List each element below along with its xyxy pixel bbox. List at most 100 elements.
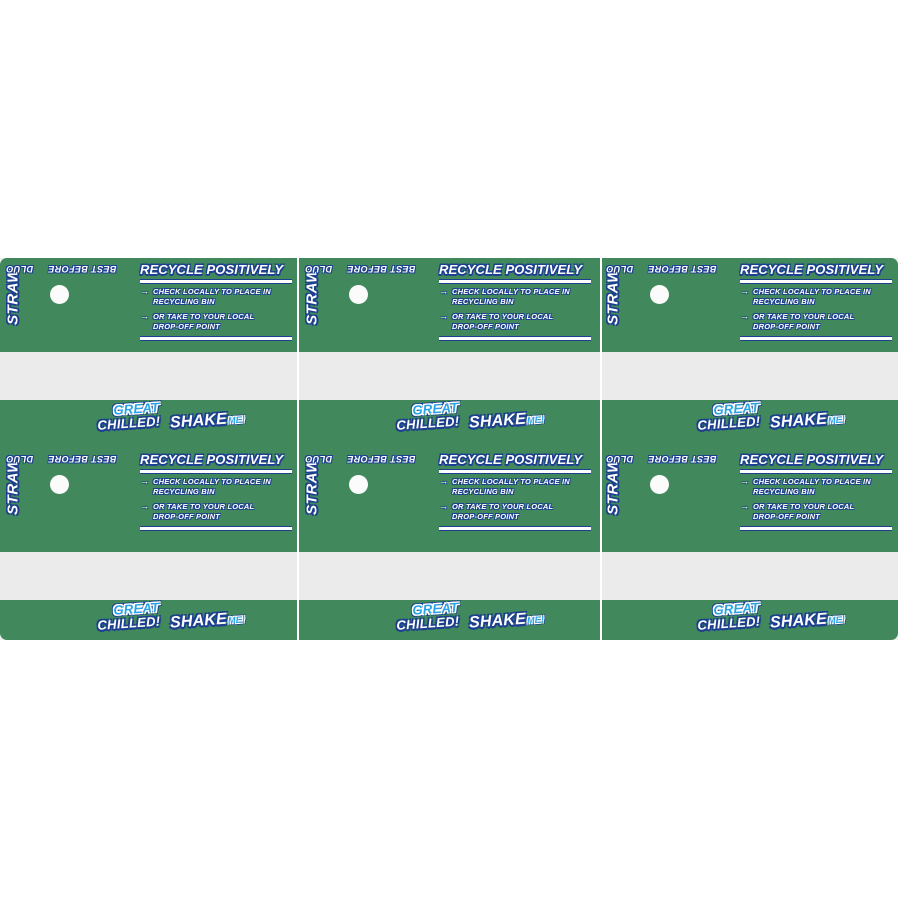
arrow-right-icon: →: [140, 476, 150, 486]
arrow-right-icon: →: [439, 501, 449, 511]
bullet-line-1: OR TAKE TO YOUR LOCAL: [452, 312, 554, 321]
shake-text: SHAKE: [468, 410, 527, 432]
recycling-face: STRAW DLUO BEST BEFORE RECYCLE POSITIVEL…: [600, 258, 899, 352]
shake-me-lockup: SHAKEME!: [769, 609, 845, 632]
dluo-label: DLUO: [6, 264, 34, 274]
bullet-line-2: DROP-OFF POINT: [452, 511, 519, 521]
recycling-face: STRAW DLUO BEST BEFORE RECYCLE POSITIVEL…: [0, 258, 299, 352]
dluo-label: DLUO: [606, 264, 634, 274]
bullet-line-1: CHECK LOCALLY TO PLACE IN: [753, 477, 871, 486]
date-code-dot: [349, 285, 368, 304]
bullet-line-2: DROP-OFF POINT: [153, 511, 220, 521]
divider-rule-bottom: [439, 336, 591, 341]
straw-label: STRAW: [303, 458, 321, 515]
best-before-label: BEST BEFORE: [48, 264, 117, 274]
shake-face: GREAT CHILLED! SHAKEME!: [299, 400, 598, 442]
shake-text: SHAKE: [769, 610, 828, 632]
bullet-line-1: CHECK LOCALLY TO PLACE IN: [153, 477, 271, 486]
recycle-bullet: → OR TAKE TO YOUR LOCAL DROP-OFF POINT: [140, 311, 292, 331]
recycle-title: RECYCLE POSITIVELY: [439, 262, 583, 277]
shake-text: SHAKE: [169, 410, 228, 432]
divider-rule-top: [140, 469, 292, 474]
recycle-title: RECYCLE POSITIVELY: [140, 452, 284, 467]
arrow-right-icon: →: [740, 501, 750, 511]
me-text: ME!: [526, 614, 545, 626]
recycle-title: RECYCLE POSITIVELY: [439, 452, 583, 467]
recycle-bullet: → CHECK LOCALLY TO PLACE IN RECYCLING BI…: [740, 286, 892, 306]
divider-rule-top: [740, 279, 892, 284]
arrow-right-icon: →: [439, 476, 449, 486]
recycle-info-block: RECYCLE POSITIVELY → CHECK LOCALLY TO PL…: [740, 262, 892, 344]
dluo-label: DLUO: [606, 454, 634, 464]
recycle-bullet: → CHECK LOCALLY TO PLACE IN RECYCLING BI…: [740, 476, 892, 496]
bullet-line-2: RECYCLING BIN: [153, 486, 215, 496]
straw-label: STRAW: [604, 458, 622, 515]
shake-me-lockup: SHAKEME!: [169, 609, 245, 632]
shake-me-lockup: SHAKEME!: [468, 409, 544, 432]
great-chilled-lockup: GREAT CHILLED!: [659, 600, 761, 636]
straw-label: STRAW: [4, 268, 22, 325]
bullet-line-2: RECYCLING BIN: [753, 296, 815, 306]
divider-rule-bottom: [439, 526, 591, 531]
bullet-line-1: OR TAKE TO YOUR LOCAL: [753, 502, 855, 511]
bullet-line-1: CHECK LOCALLY TO PLACE IN: [153, 287, 271, 296]
best-before-label: BEST BEFORE: [347, 454, 416, 464]
recycling-face: STRAW DLUO BEST BEFORE RECYCLE POSITIVEL…: [299, 258, 598, 352]
carton-column: STRAW DLUO BEST BEFORE RECYCLE POSITIVEL…: [0, 258, 299, 640]
straw-label: STRAW: [604, 268, 622, 325]
panel-seam: [600, 258, 602, 640]
shake-me-lockup: SHAKEME!: [769, 409, 845, 432]
arrow-right-icon: →: [140, 286, 150, 296]
best-before-label: BEST BEFORE: [648, 454, 717, 464]
shake-text: SHAKE: [468, 610, 527, 632]
bullet-line-1: OR TAKE TO YOUR LOCAL: [753, 312, 855, 321]
great-chilled-lockup: GREAT CHILLED!: [358, 400, 460, 436]
carton-column: STRAW DLUO BEST BEFORE RECYCLE POSITIVEL…: [600, 258, 899, 640]
bullet-line-1: OR TAKE TO YOUR LOCAL: [153, 502, 255, 511]
best-before-label: BEST BEFORE: [648, 264, 717, 274]
me-text: ME!: [227, 414, 246, 426]
bullet-line-2: DROP-OFF POINT: [452, 321, 519, 331]
bullet-line-2: RECYCLING BIN: [452, 486, 514, 496]
great-chilled-lockup: GREAT CHILLED!: [59, 600, 161, 636]
me-text: ME!: [227, 614, 246, 626]
bullet-line-2: DROP-OFF POINT: [753, 321, 820, 331]
recycle-title: RECYCLE POSITIVELY: [740, 452, 884, 467]
great-chilled-lockup: GREAT CHILLED!: [358, 600, 460, 636]
arrow-right-icon: →: [140, 501, 150, 511]
recycle-info-block: RECYCLE POSITIVELY → CHECK LOCALLY TO PL…: [439, 452, 591, 534]
recycling-face: STRAW DLUO BEST BEFORE RECYCLE POSITIVEL…: [299, 448, 598, 542]
arrow-right-icon: →: [740, 476, 750, 486]
bullet-line-1: CHECK LOCALLY TO PLACE IN: [452, 287, 570, 296]
panel-seam: [297, 258, 299, 640]
bullet-line-1: OR TAKE TO YOUR LOCAL: [153, 312, 255, 321]
panel-gap-lower: [0, 552, 898, 600]
recycle-bullet: → OR TAKE TO YOUR LOCAL DROP-OFF POINT: [740, 311, 892, 331]
recycle-bullet: → CHECK LOCALLY TO PLACE IN RECYCLING BI…: [140, 286, 292, 306]
recycle-bullet: → OR TAKE TO YOUR LOCAL DROP-OFF POINT: [740, 501, 892, 521]
shake-face: GREAT CHILLED! SHAKEME!: [600, 400, 899, 442]
bullet-line-2: DROP-OFF POINT: [153, 321, 220, 331]
shake-face: GREAT CHILLED! SHAKEME!: [299, 600, 598, 642]
divider-rule-top: [140, 279, 292, 284]
recycle-info-block: RECYCLE POSITIVELY → CHECK LOCALLY TO PL…: [740, 452, 892, 534]
recycle-bullet: → OR TAKE TO YOUR LOCAL DROP-OFF POINT: [140, 501, 292, 521]
recycle-info-block: RECYCLE POSITIVELY → CHECK LOCALLY TO PL…: [439, 262, 591, 344]
recycling-face: STRAW DLUO BEST BEFORE RECYCLE POSITIVEL…: [0, 448, 299, 542]
date-code-dot: [650, 475, 669, 494]
recycle-bullet: → CHECK LOCALLY TO PLACE IN RECYCLING BI…: [439, 476, 591, 496]
me-text: ME!: [827, 614, 846, 626]
shake-face: GREAT CHILLED! SHAKEME!: [0, 600, 299, 642]
recycle-info-block: RECYCLE POSITIVELY → CHECK LOCALLY TO PL…: [140, 452, 292, 534]
bullet-line-2: RECYCLING BIN: [452, 296, 514, 306]
shake-text: SHAKE: [169, 610, 228, 632]
straw-label: STRAW: [303, 268, 321, 325]
divider-rule-bottom: [140, 336, 292, 341]
divider-rule-bottom: [740, 526, 892, 531]
bullet-line-2: RECYCLING BIN: [753, 486, 815, 496]
panel-gap-upper: [0, 352, 898, 400]
recycle-bullet: → OR TAKE TO YOUR LOCAL DROP-OFF POINT: [439, 501, 591, 521]
bullet-line-1: CHECK LOCALLY TO PLACE IN: [753, 287, 871, 296]
recycling-face: STRAW DLUO BEST BEFORE RECYCLE POSITIVEL…: [600, 448, 899, 542]
date-code-dot: [50, 475, 69, 494]
